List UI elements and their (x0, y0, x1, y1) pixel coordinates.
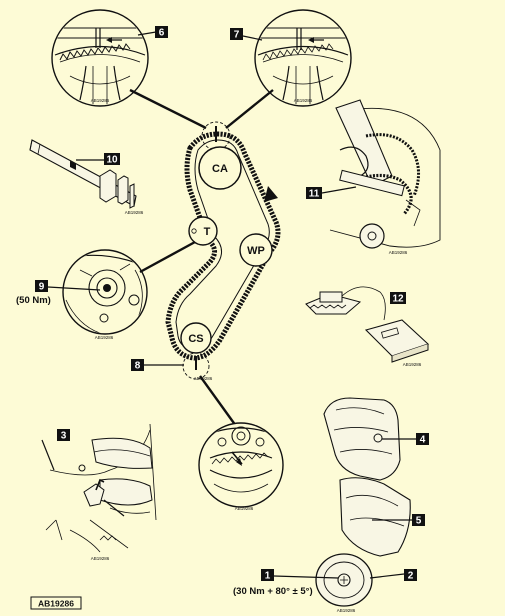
figure-reference-text: AB19286 (38, 599, 74, 609)
callout-3: 3 (57, 429, 70, 442)
callout-6-label: 6 (159, 28, 165, 39)
callout-2-label: 2 (408, 571, 414, 582)
callout-11-label: 11 (309, 189, 320, 200)
tensioner-pulley: T (188, 216, 218, 246)
inset-9-ref: AB19286 (95, 335, 114, 340)
callout-5: 5 (372, 514, 425, 527)
inset-6-ref: AB19286 (91, 98, 110, 103)
inset-3-ref: AB19286 (91, 556, 110, 561)
inset-camshaft-mark-left: AB19286 (51, 9, 149, 107)
leader-8 (199, 375, 237, 427)
figure-reference: AB19286 (30, 596, 82, 610)
inset-locking-tool: AB19286 (29, 139, 144, 215)
callout-8-label: 8 (135, 361, 141, 372)
crankshaft-torque: (30 Nm + 80° ± 5°) (233, 586, 313, 597)
water-pump-pulley: WP (239, 233, 273, 267)
camshaft-pulley: CA (198, 146, 242, 190)
inset-camshaft-mark-right: AB19286 (254, 9, 352, 107)
inset-10-ref: AB19286 (125, 210, 144, 215)
inset-tension-gauge: AB19286 (305, 286, 430, 367)
rotation-arrow (264, 186, 278, 202)
leader-6 (129, 88, 207, 130)
callout-6: 6 (137, 26, 168, 39)
inset-damper-ref: AB19286 (337, 608, 356, 613)
callout-10-label: 10 (106, 155, 118, 166)
leader-7 (225, 89, 274, 129)
inset-7-ref: AB19286 (294, 98, 313, 103)
crankshaft-pulley-label: CS (188, 333, 203, 345)
callout-1: 1 (30 Nm + 80° ± 5°) (233, 569, 339, 597)
crankshaft-pulley: CS (180, 322, 212, 354)
callout-9-label: 9 (39, 282, 45, 293)
callout-4-label: 4 (420, 435, 426, 446)
leader-9 (139, 240, 196, 274)
water-pump-pulley-label: WP (247, 245, 265, 257)
callout-3-label: 3 (61, 431, 67, 442)
inset-tensioner-detail: AB19286 (62, 249, 148, 340)
callout-1-label: 1 (265, 571, 271, 582)
inset-crankshaft-mark: AB19286 (198, 422, 284, 511)
tensioner-pulley-label: T (204, 226, 211, 238)
callout-7: 7 (230, 28, 263, 41)
callout-7-label: 7 (234, 30, 240, 41)
callout-11: 11 (306, 186, 357, 200)
callout-9: 9 (50 Nm) (16, 280, 101, 306)
callout-5-label: 5 (416, 516, 422, 527)
callout-12-label: 12 (392, 294, 404, 305)
inset-12-ref: AB19286 (403, 362, 422, 367)
camshaft-pulley-label: CA (212, 163, 228, 175)
callout-12: 12 (390, 292, 406, 305)
callout-2: 2 (369, 569, 417, 582)
inset-camshaft-locking: AB19286 (329, 99, 441, 255)
callout-8: 8 (131, 359, 184, 372)
tensioner-torque: (50 Nm) (16, 295, 51, 306)
inset-engine-sensor: AB19286 (41, 423, 157, 561)
timing-covers (323, 397, 411, 557)
callout-4: 4 (382, 433, 429, 446)
inset-crank-ref: AB19286 (235, 506, 254, 511)
crankshaft-damper: AB19286 (315, 553, 373, 613)
callout-10: 10 (76, 153, 120, 166)
inset-11-ref: AB19286 (389, 250, 408, 255)
